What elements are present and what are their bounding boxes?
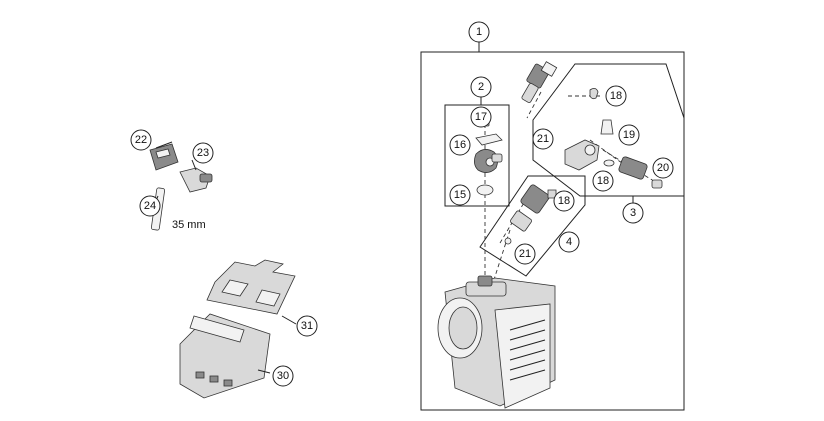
callout-18-mid: 18 (592, 170, 614, 192)
svg-text:4: 4 (566, 236, 572, 248)
svg-text:21: 21 (537, 133, 549, 145)
svg-text:15: 15 (454, 189, 466, 201)
control-unit-bracket (206, 259, 296, 315)
engine-control-unit (179, 313, 271, 399)
svg-text:2: 2 (478, 81, 484, 93)
callout-2: 2 (470, 76, 492, 98)
callout-30: 30 (272, 365, 294, 387)
callout-21-low: 21 (514, 243, 536, 265)
svg-text:18: 18 (610, 90, 622, 102)
svg-text:3: 3 (630, 207, 636, 219)
callout-19: 19 (618, 124, 640, 146)
throttle-body (437, 275, 556, 409)
svg-text:30: 30 (277, 370, 289, 382)
svg-text:31: 31 (301, 320, 313, 332)
hose-connector (589, 88, 599, 100)
assembly-2-frame (444, 104, 510, 207)
svg-text:23: 23 (197, 147, 209, 159)
svg-text:22: 22 (135, 134, 147, 146)
callout-22: 22 (130, 129, 152, 151)
dimension-label: 35 mm (172, 219, 206, 231)
callout-4: 4 (558, 231, 580, 253)
callout-31: 31 (296, 315, 318, 337)
callout-1: 1 (468, 21, 490, 43)
callout-3: 3 (622, 202, 644, 224)
callout-15: 15 (449, 184, 471, 206)
assembly-1-frame (420, 42, 685, 411)
svg-text:17: 17 (475, 111, 487, 123)
callout-20: 20 (652, 157, 674, 179)
callout-18-top: 18 (605, 85, 627, 107)
pressure-regulator-parts (564, 119, 663, 189)
callout-17: 17 (470, 106, 492, 128)
assembly-3-frame (532, 63, 685, 197)
assembly-4-frame (479, 175, 586, 277)
fuel-injector-lower (504, 184, 557, 245)
sensor-assembly-parts (474, 115, 503, 196)
callout-23: 23 (192, 142, 214, 164)
svg-text:18: 18 (597, 175, 609, 187)
callout-16: 16 (449, 134, 471, 156)
svg-text:24: 24 (144, 200, 156, 212)
svg-text:20: 20 (657, 162, 669, 174)
callout-24: 24 (139, 195, 161, 217)
fuel-injector-upper (521, 61, 558, 103)
svg-text:1: 1 (476, 26, 482, 38)
callout-21-top: 21 (532, 128, 554, 150)
svg-text:16: 16 (454, 139, 466, 151)
svg-text:21: 21 (519, 248, 531, 260)
svg-text:18: 18 (558, 195, 570, 207)
callout-18-low: 18 (553, 190, 575, 212)
svg-text:19: 19 (623, 129, 635, 141)
